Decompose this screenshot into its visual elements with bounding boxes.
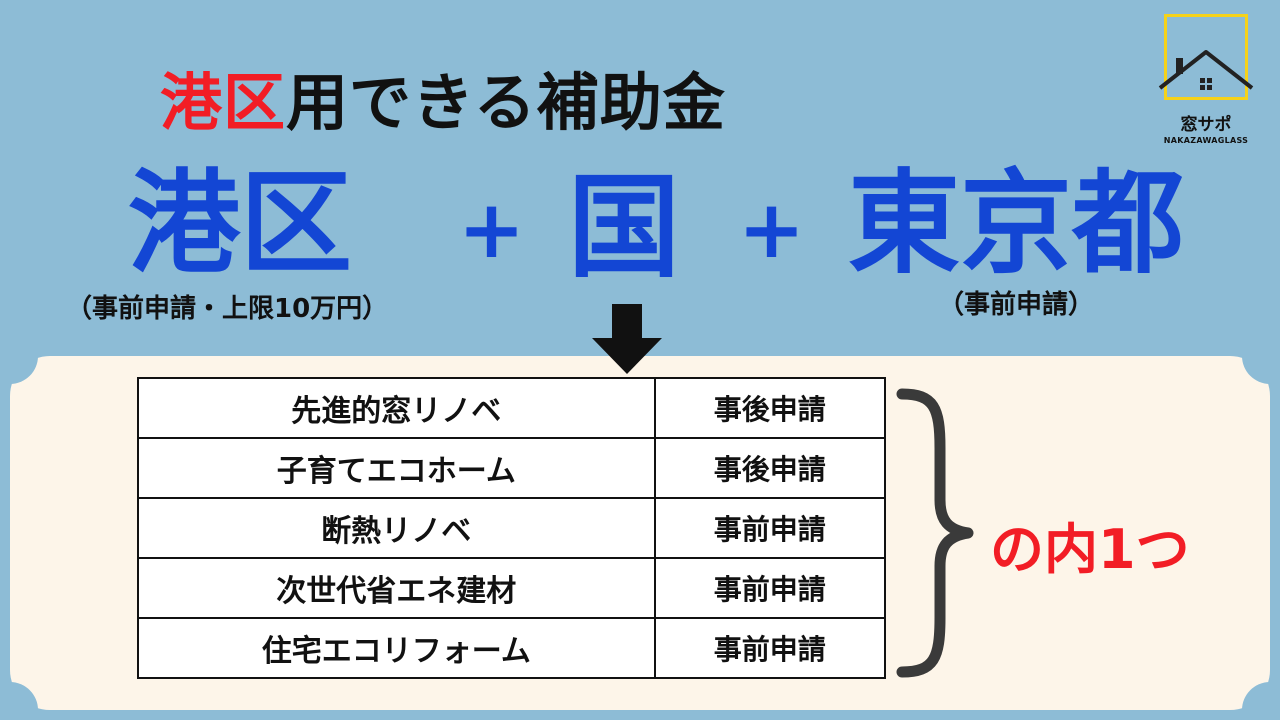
application-timing-cell: 事後申請 xyxy=(653,437,887,499)
program-name-cell: 住宅エコリフォーム xyxy=(137,617,656,679)
logo-frame xyxy=(1164,14,1248,100)
title-highlight: 港区 xyxy=(160,66,287,139)
table-row: 次世代省エネ建材 事前申請 xyxy=(137,557,887,619)
logo-name: 窓サポ xyxy=(1180,115,1232,135)
note-minato: （事前申請・上限10万円） xyxy=(66,294,389,324)
program-name-cell: 子育てエコホーム xyxy=(137,437,656,499)
table-row: 断熱リノベ 事前申請 xyxy=(137,497,887,559)
plus-sign-2: + xyxy=(738,183,806,276)
plus-sign-1: + xyxy=(458,183,526,276)
table-row: 先進的窓リノベ 事後申請 xyxy=(137,377,887,439)
panel-corner-notches xyxy=(10,356,1270,710)
table-row: 住宅エコリフォーム 事前申請 xyxy=(137,617,887,679)
program-minato: 港区 xyxy=(128,159,352,289)
logo: 窓サポ NAKAZAWAGLASS xyxy=(1156,14,1256,154)
logo-subtitle: NAKAZAWAGLASS xyxy=(1163,136,1249,145)
page-title: 港区用できる補助金 xyxy=(160,52,726,142)
program-name-cell: 断熱リノベ xyxy=(137,497,656,559)
down-arrow-icon xyxy=(592,304,662,374)
program-name-cell: 先進的窓リノベ xyxy=(137,377,656,439)
table-row: 子育てエコホーム 事後申請 xyxy=(137,437,887,499)
subsidy-table: 先進的窓リノベ 事後申請 子育てエコホーム 事後申請 断熱リノベ 事前申請 次世… xyxy=(137,377,887,679)
curly-brace-icon xyxy=(896,388,974,678)
application-timing-cell: 事前申請 xyxy=(653,557,887,619)
title-rest: 用できる補助金 xyxy=(286,66,726,139)
program-tokyo: 東京都 xyxy=(848,159,1184,289)
application-timing-cell: 事前申請 xyxy=(653,617,887,679)
note-tokyo: （事前申請） xyxy=(938,290,1095,320)
result-text: の内1つ xyxy=(990,518,1190,581)
program-kuni: 国 xyxy=(568,163,680,293)
house-icon xyxy=(1158,50,1254,90)
application-timing-cell: 事後申請 xyxy=(653,377,887,439)
program-name-cell: 次世代省エネ建材 xyxy=(137,557,656,619)
application-timing-cell: 事前申請 xyxy=(653,497,887,559)
